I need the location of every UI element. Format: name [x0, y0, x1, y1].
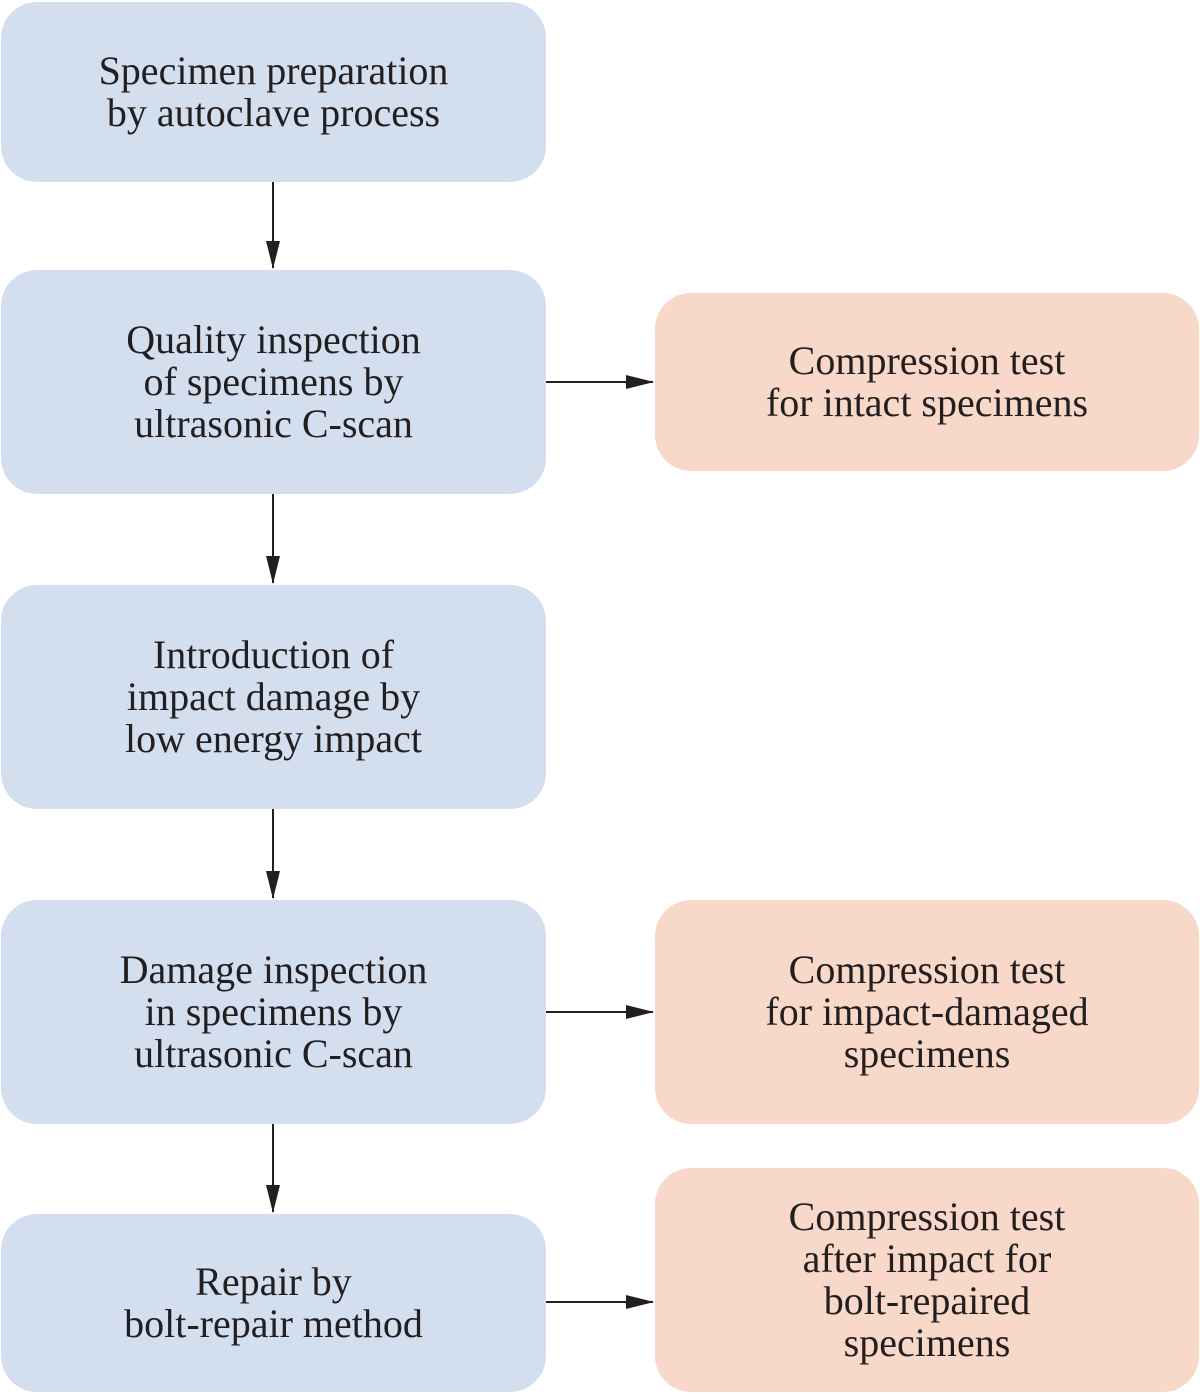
step-damage-inspection: Damage inspection in specimens by ultras…	[1, 900, 546, 1124]
step-damage-inspection-label: Damage inspection in specimens by ultras…	[119, 947, 428, 1076]
test-impact-damaged-specimens-label: Compression test for impact-damaged spec…	[765, 947, 1089, 1076]
test-impact-damaged-specimens: Compression test for impact-damaged spec…	[655, 900, 1199, 1124]
step-bolt-repair: Repair by bolt-repair method	[1, 1214, 546, 1392]
step-quality-inspection: Quality inspection of specimens by ultra…	[1, 270, 546, 494]
step-impact-damage: Introduction of impact damage by low ene…	[1, 585, 546, 809]
step-bolt-repair-label: Repair by bolt-repair method	[124, 1259, 423, 1346]
step-specimen-preparation: Specimen preparation by autoclave proces…	[1, 2, 546, 182]
step-impact-damage-label: Introduction of impact damage by low ene…	[125, 632, 422, 761]
test-intact-specimens-label: Compression test for intact specimens	[765, 338, 1089, 425]
test-bolt-repaired-specimens-label: Compression test after impact for bolt-r…	[788, 1194, 1066, 1365]
step-specimen-preparation-label: Specimen preparation by autoclave proces…	[98, 48, 449, 135]
test-bolt-repaired-specimens: Compression test after impact for bolt-r…	[655, 1168, 1199, 1392]
test-intact-specimens: Compression test for intact specimens	[655, 293, 1199, 471]
step-quality-inspection-label: Quality inspection of specimens by ultra…	[126, 317, 421, 446]
